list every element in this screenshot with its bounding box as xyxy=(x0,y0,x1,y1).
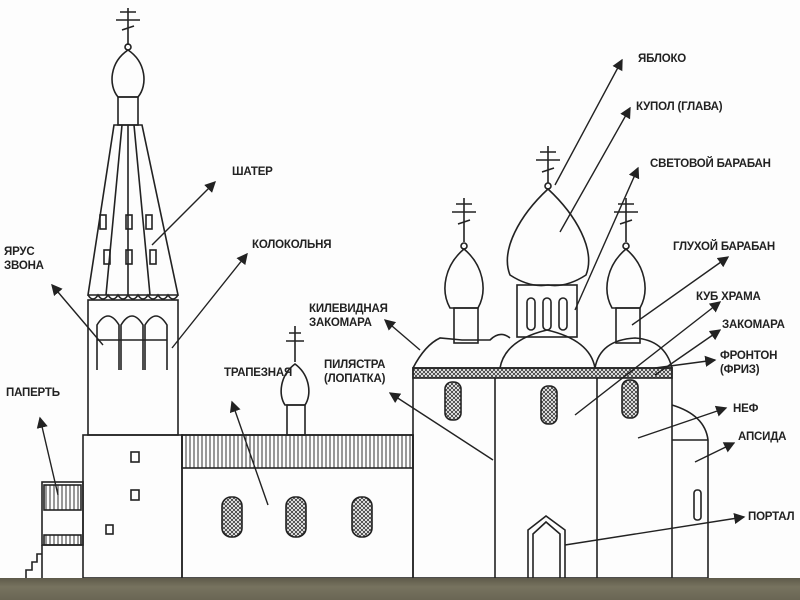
label-apsida: АПСИДА xyxy=(738,431,787,443)
pointer-arrows xyxy=(36,58,746,546)
label-trapeznaya: ТРАПЕЗНАЯ xyxy=(224,367,293,379)
label-kilevidnaya-line2: ЗАКОМАРА xyxy=(309,317,372,329)
bell-tower xyxy=(82,8,183,579)
label-pilyastra-line2: (ЛОПАТКА) xyxy=(324,373,386,385)
label-kilevidnaya-zakomara: КИЛЕВИДНАЯ ЗАКОМАРА xyxy=(309,302,388,330)
label-glukhoy-baraban: ГЛУХОЙ БАРАБАН xyxy=(673,241,775,253)
label-kilevidnaya-line1: КИЛЕВИДНАЯ xyxy=(309,303,388,315)
label-svetovoy-baraban: СВЕТОВОЙ БАРАБАН xyxy=(650,158,771,170)
main-church xyxy=(412,146,709,579)
label-portal: ПОРТАЛ xyxy=(748,511,795,523)
label-yabloko: ЯБЛОКО xyxy=(638,53,687,65)
label-fronton-line1: ФРОНТОН xyxy=(720,350,778,362)
label-kupol: КУПОЛ (ГЛАВА) xyxy=(636,101,723,113)
label-yarus-zvona: ЯРУС ЗВОНА xyxy=(4,245,44,273)
label-fronton-line2: (ФРИЗ) xyxy=(720,364,760,376)
ground-strip xyxy=(0,578,800,600)
label-kolokolnya: КОЛОКОЛЬНЯ xyxy=(252,239,332,251)
label-nef: НЕФ xyxy=(733,403,759,415)
label-papert: ПАПЕРТЬ xyxy=(6,387,60,399)
label-pilyastra: ПИЛЯСТРА (ЛОПАТКА) xyxy=(324,358,385,386)
label-yarus-line2: ЗВОНА xyxy=(4,260,44,272)
label-kub-khrama: КУБ ХРАМА xyxy=(696,291,761,303)
label-zakomara: ЗАКОМАРА xyxy=(722,319,785,331)
label-shater: ШАТЕР xyxy=(232,166,273,178)
label-yarus-line1: ЯРУС xyxy=(4,246,35,258)
porch xyxy=(25,481,84,578)
label-pilyastra-line1: ПИЛЯСТРА xyxy=(324,359,386,371)
label-fronton: ФРОНТОН (ФРИЗ) xyxy=(720,349,777,377)
